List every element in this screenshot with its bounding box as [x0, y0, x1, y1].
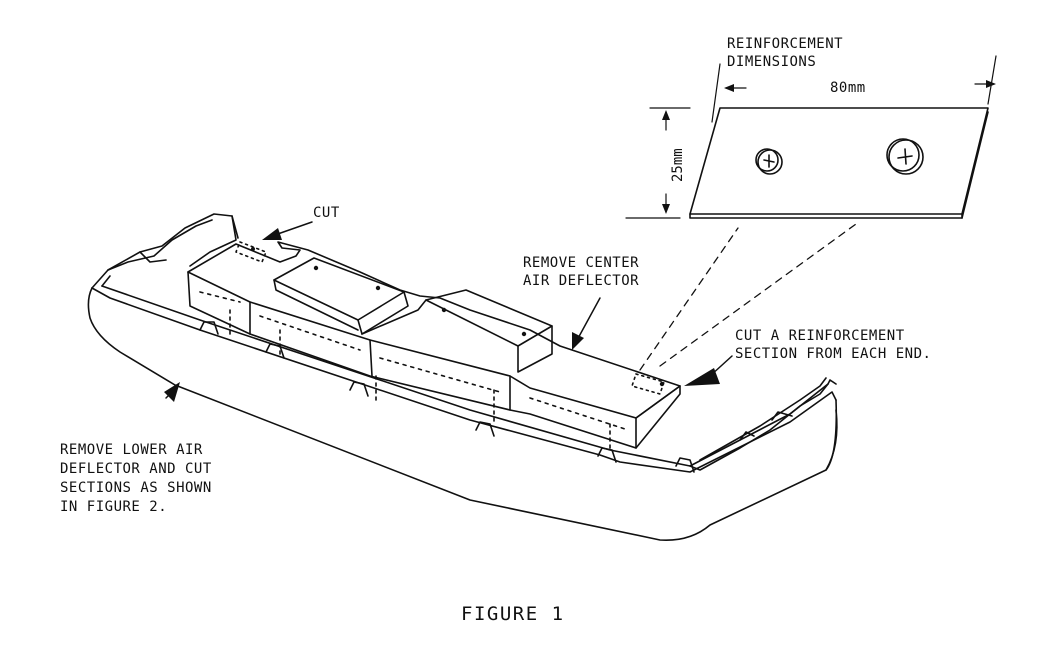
center-air-deflector — [187, 241, 681, 449]
rivet-dots — [251, 247, 665, 387]
label-remove-center-2: AIR DEFLECTOR — [523, 273, 640, 289]
cut-regions — [235, 241, 665, 395]
label-remove-lower-4: IN FIGURE 2. — [60, 499, 168, 515]
label-remove-lower-2: DEFLECTOR AND CUT — [60, 461, 212, 477]
label-remove-center-1: REMOVE CENTER — [523, 255, 640, 271]
label-dimensions: DIMENSIONS — [727, 54, 817, 70]
label-remove-lower-1: REMOVE LOWER AIR — [60, 442, 203, 458]
label-width-dimension: 80mm — [830, 80, 866, 96]
label-cut: CUT — [313, 205, 340, 221]
label-remove-lower-3: SECTIONS AS SHOWN — [60, 480, 212, 496]
label-height-dimension: 25mm — [670, 148, 686, 182]
leader-arrows — [165, 221, 733, 399]
dimension-arrowheads — [662, 80, 996, 214]
leader-arrowheads — [164, 228, 720, 402]
figure-caption: FIGURE 1 — [461, 603, 565, 625]
label-reinforcement: REINFORCEMENT — [727, 36, 844, 52]
reinforcement-plate — [689, 107, 989, 219]
label-cut-reinforcement-2: SECTION FROM EACH END. — [735, 346, 932, 362]
label-cut-reinforcement-1: CUT A REINFORCEMENT — [735, 328, 905, 344]
dimension-lines — [625, 55, 997, 219]
projection-lines — [639, 223, 857, 371]
lower-air-deflector — [87, 213, 838, 542]
